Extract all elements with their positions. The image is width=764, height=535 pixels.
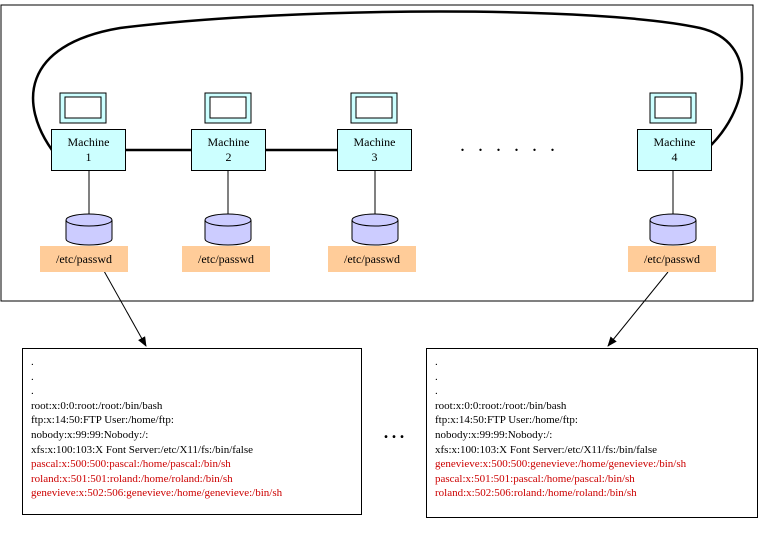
passwd-line: nobody:x:99:99:Nobody:/: (435, 428, 553, 441)
machine-2: Machine 2 (191, 129, 266, 171)
machine-3-number: 3 (371, 150, 378, 164)
passwd-line-added-user: genevieve:x:502:506:genevieve:/home/gene… (31, 487, 283, 500)
passwd-label-3: /etc/passwd (328, 246, 416, 272)
passwd-label-2: /etc/passwd (182, 246, 270, 272)
passwd-line-added-user: roland:x:502:506:roland:/home/roland:/bi… (435, 487, 637, 500)
passwd-line: . (435, 370, 438, 383)
passwd-line: nobody:x:99:99:Nobody:/: (31, 428, 149, 441)
passwd-line: xfs:x:100:103:X Font Server:/etc/X11/fs:… (31, 443, 254, 456)
machine-2-number: 2 (225, 150, 232, 164)
passwd-label-4: /etc/passwd (628, 246, 716, 272)
passwd-line: root:x:0:0:root:/root:/bin/bash (31, 399, 163, 412)
passwd-line: . (435, 356, 438, 368)
passwd-line: root:x:0:0:root:/root:/bin/bash (435, 399, 567, 412)
passwd-line: . (31, 370, 34, 383)
monitor-icon-2 (204, 92, 252, 124)
passwd-line-added-user: pascal:x:501:501:pascal:/home/pascal:/bi… (435, 472, 635, 485)
monitor-icon-3 (350, 92, 398, 124)
passwd-line-added-user: pascal:x:500:500:pascal:/home/pascal:/bi… (31, 458, 231, 471)
disk-icon-4 (649, 213, 697, 246)
passwd-line: . (31, 385, 34, 398)
machine-2-label: Machine (207, 135, 250, 149)
machine-1-label: Machine (67, 135, 110, 149)
disk-icon-1 (65, 213, 113, 246)
more-files-ellipsis: ... (383, 418, 407, 444)
machine-4-number: 4 (671, 150, 678, 164)
passwd-label-1: /etc/passwd (40, 246, 128, 272)
passwd-line: . (435, 385, 438, 398)
arrow-passwd-1 (103, 270, 147, 347)
passwd-line: ftp:x:14:50:FTP User:/home/ftp: (31, 414, 174, 427)
passwd-line: ftp:x:14:50:FTP User:/home/ftp: (435, 414, 578, 427)
disk-icon-2 (204, 213, 252, 246)
arrow-passwd-4 (607, 271, 669, 347)
machine-4: Machine 4 (637, 129, 712, 171)
machine-3: Machine 3 (337, 129, 412, 171)
disk-icon-3 (351, 213, 399, 246)
passwd-line-added-user: genevieve:x:500:500:genevieve:/home/gene… (435, 458, 687, 471)
ring-link (31, 10, 744, 151)
passwd-line: . (31, 356, 34, 368)
cluster-frame (0, 4, 754, 302)
monitor-icon-4 (649, 92, 697, 124)
more-machines-ellipsis: . . . . . . (460, 134, 559, 156)
passwd-line: xfs:x:100:103:X Font Server:/etc/X11/fs:… (435, 443, 658, 456)
monitor-icon-1 (59, 92, 107, 124)
machine-4-label: Machine (653, 135, 696, 149)
machine-1-number: 1 (85, 150, 92, 164)
machine-1: Machine 1 (51, 129, 126, 171)
machine-3-label: Machine (353, 135, 396, 149)
passwd-line-added-user: roland:x:501:501:roland:/home/roland:/bi… (31, 472, 233, 485)
